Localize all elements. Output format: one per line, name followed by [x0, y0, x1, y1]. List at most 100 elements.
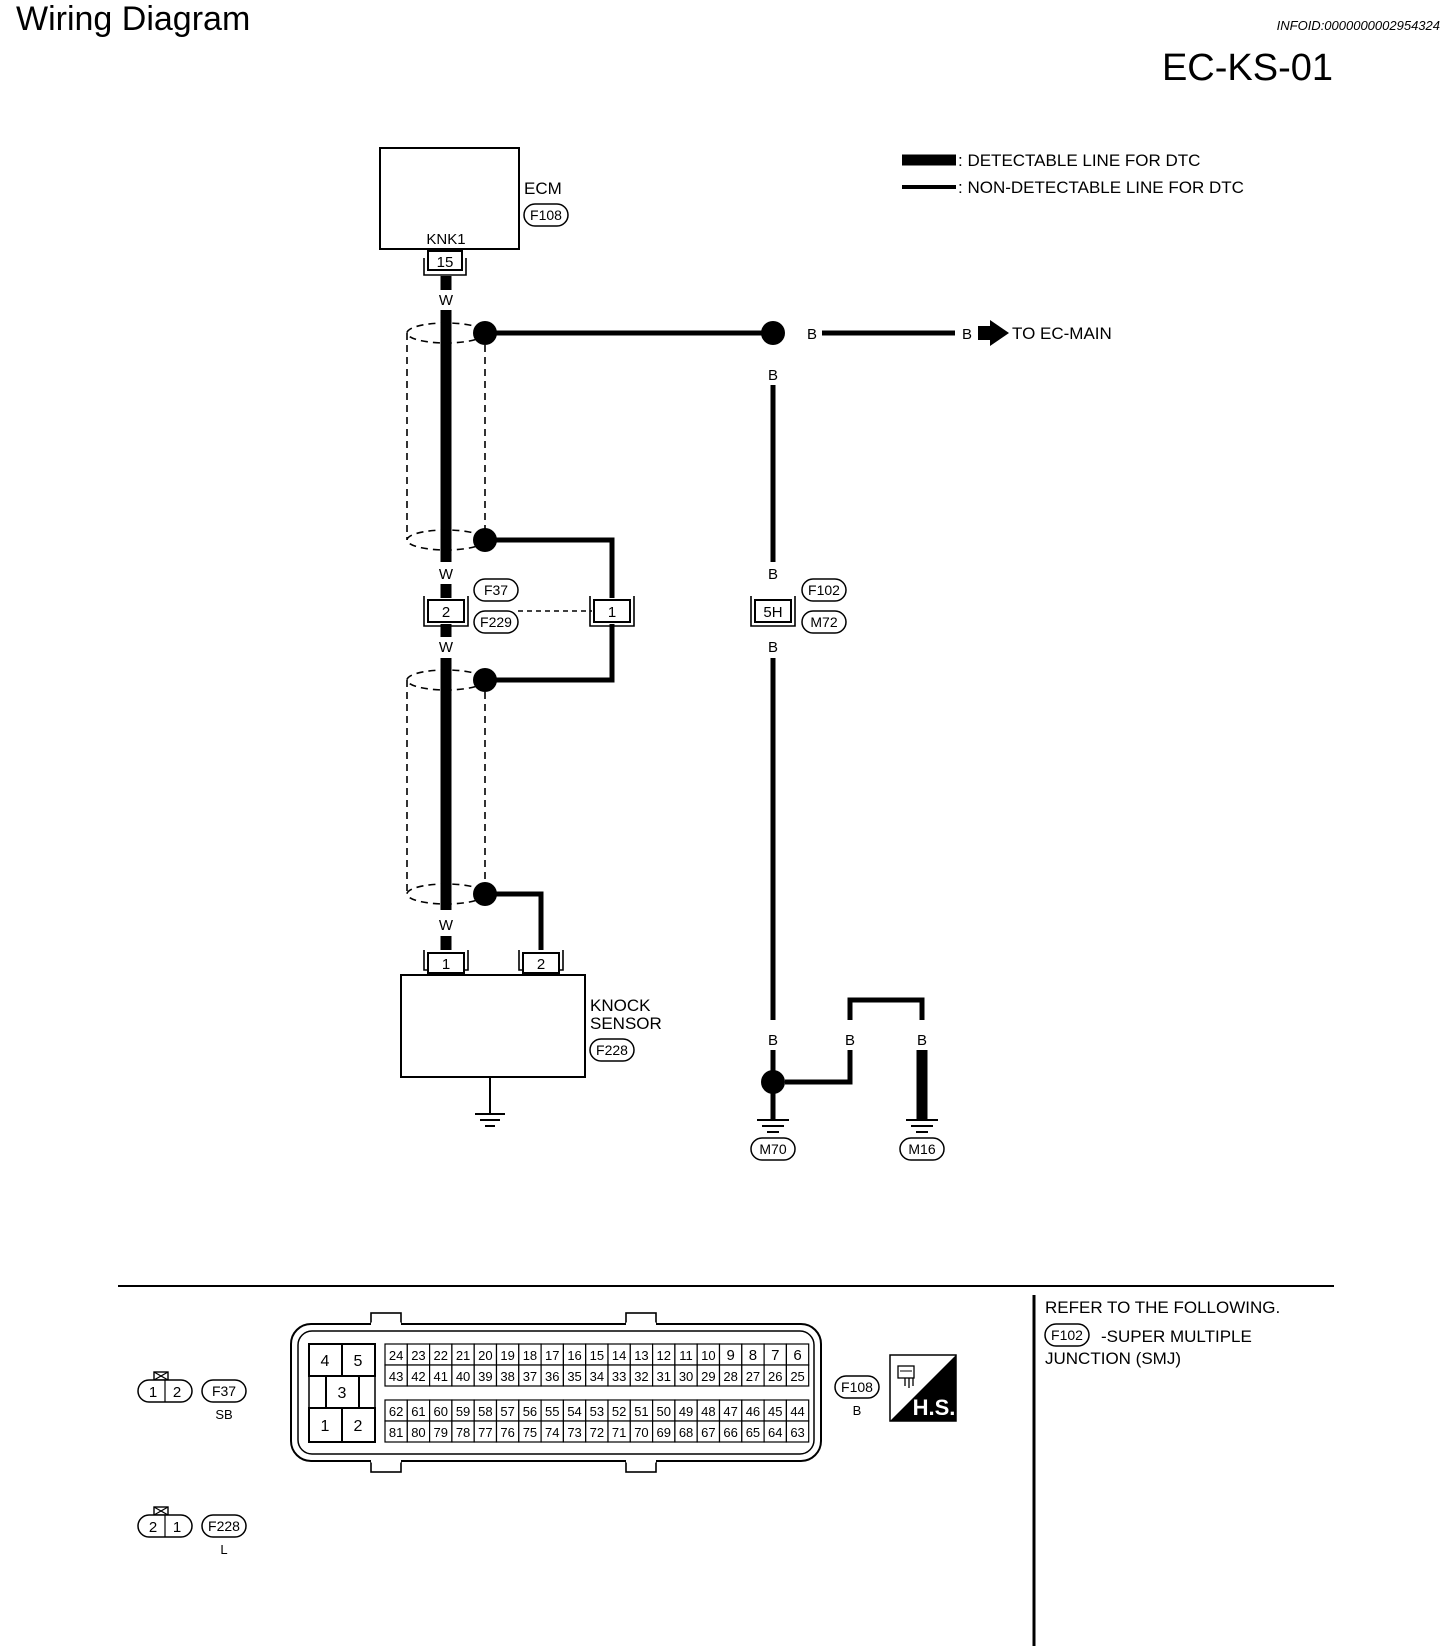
ground-m70: M70: [750, 1119, 796, 1161]
f108-pin-number: 46: [746, 1404, 760, 1419]
legend: : DETECTABLE LINE FOR DTC : NON-DETECTAB…: [902, 151, 1244, 197]
diagram-code: EC-KS-01: [1162, 47, 1333, 89]
splice-dot-6: [761, 1070, 785, 1094]
f108-pin-number: 22: [434, 1348, 448, 1363]
m72-id: M72: [810, 614, 837, 630]
f108-view-color: B: [853, 1403, 862, 1418]
f108-pin-number: 49: [679, 1404, 693, 1419]
f102-oval: [801, 578, 847, 602]
wire-color-b-3: B: [768, 367, 778, 384]
f108-pin-number: 48: [701, 1404, 715, 1419]
f37-oval: [473, 578, 519, 602]
f108-pin-number: 13: [634, 1348, 648, 1363]
f37-main-pin-box: [427, 599, 465, 623]
f108-pin-number: 72: [590, 1425, 604, 1440]
m16-id: M16: [908, 1141, 935, 1157]
wire-color-b-7: B: [845, 1032, 855, 1049]
smj-housing: [750, 596, 796, 627]
refer-panel: REFER TO THE FOLLOWING. F102 -SUPER MULT…: [1044, 1298, 1280, 1368]
f229-oval: [473, 610, 519, 634]
f108-pin-number: 52: [612, 1404, 626, 1419]
f108-pin-number: 54: [567, 1404, 581, 1419]
legend-non-detectable-label: : NON-DETECTABLE LINE FOR DTC: [958, 178, 1244, 197]
m16-oval: [899, 1137, 945, 1161]
f108-pin-number: 41: [434, 1369, 448, 1384]
f108-pin-number: 20: [478, 1348, 492, 1363]
wire-color-w-2: W: [439, 566, 454, 583]
f108-pin-number: 44: [790, 1404, 804, 1419]
refer-line-2: -SUPER MULTIPLE: [1101, 1327, 1252, 1346]
wire-color-w-1: W: [439, 292, 454, 309]
ecm-pin: 15: [437, 254, 454, 271]
f108-pin-number: 66: [723, 1425, 737, 1440]
hs-badge: H.S.: [889, 1354, 957, 1422]
f108-pin-number: 76: [500, 1425, 514, 1440]
m72-oval: [801, 610, 847, 634]
f108-view-pin2: 2: [354, 1418, 363, 1435]
f108-pin-number: 56: [523, 1404, 537, 1419]
shield-drain-upper: [485, 537, 615, 598]
smj-connector: 5H F102 M72: [750, 578, 847, 634]
f108-pin-number: 68: [679, 1425, 693, 1440]
f37-view-id: F37: [212, 1383, 236, 1399]
f108-view-oval: [834, 1375, 880, 1399]
f108-pin-number: 19: [500, 1348, 514, 1363]
ecm-rect: [379, 147, 520, 250]
f228-view-pin-b: 1: [173, 1519, 181, 1536]
f108-pin-number: 32: [634, 1369, 648, 1384]
sensor-pin2-wire: [485, 891, 544, 950]
ecm-label: ECM: [524, 179, 562, 198]
f108-view-pin5-box: [341, 1343, 376, 1377]
sensor-pin1: 1: [442, 956, 450, 973]
f108-pin-cell: [785, 1420, 810, 1443]
f37-shield-pin: 1: [608, 604, 616, 621]
refer-line-3: JUNCTION (SMJ): [1045, 1349, 1181, 1368]
shield-drain-lower: [485, 624, 615, 683]
ecm-terminal-name: KNK1: [426, 231, 465, 248]
f108-pin-number: 9: [726, 1347, 734, 1364]
splice-dot-1: [473, 321, 497, 345]
f108-view-pin3: 3: [338, 1385, 347, 1402]
ecm-pin-housing: [423, 258, 467, 276]
f108-pin-number: 30: [679, 1369, 693, 1384]
f228-id: F228: [596, 1042, 628, 1058]
wire-color-b-6: B: [768, 1032, 778, 1049]
ground-link-wire-1: [785, 1050, 853, 1085]
f229-id: F229: [480, 614, 512, 630]
f108-pin-number: 10: [701, 1348, 715, 1363]
f108-pin-number: 16: [567, 1348, 581, 1363]
f108-pin-number: 60: [434, 1404, 448, 1419]
wire-color-w-3: W: [439, 639, 454, 656]
sensor-pin2: 2: [537, 956, 545, 973]
f102-id: F102: [808, 582, 840, 598]
f108-pin-number: 67: [701, 1425, 715, 1440]
f228-view-id: F228: [208, 1518, 240, 1534]
sensor-pin2-box: [522, 952, 560, 974]
f108-pin-number: 25: [790, 1369, 804, 1384]
wire-color-b-1: B: [807, 326, 817, 343]
ecm-connector-oval: [523, 203, 569, 227]
ground-link-wire-2: [847, 997, 925, 1020]
to-ec-main-label: TO EC-MAIN: [1012, 324, 1112, 343]
wire-color-b-2: B: [962, 326, 972, 343]
f108-view-pin4: 4: [321, 1353, 330, 1370]
f108-pin-number: 61: [411, 1404, 425, 1419]
f108-pin-number: 74: [545, 1425, 559, 1440]
wire-color-b-5: B: [768, 639, 778, 656]
f37-shield-pin-box: [593, 599, 631, 623]
f108-pin-number: 58: [478, 1404, 492, 1419]
f108-pin-number: 17: [545, 1348, 559, 1363]
splice-dot-5: [761, 321, 785, 345]
f37-main-pin: 2: [442, 604, 450, 621]
f108-pin-number: 55: [545, 1404, 559, 1419]
f108-pin-number: 70: [634, 1425, 648, 1440]
ecm-connector-id: F108: [530, 207, 562, 223]
f37-connector-view: 1 2 F37 SB: [137, 1371, 247, 1422]
f108-pin-number: 75: [523, 1425, 537, 1440]
f228-view-color: L: [220, 1542, 227, 1557]
f108-view-id: F108: [841, 1379, 873, 1395]
f108-pin-number: 77: [478, 1425, 492, 1440]
sensor-body: [400, 974, 586, 1078]
f108-pin-number: 38: [500, 1369, 514, 1384]
f228-view-latch-x2: [153, 1506, 169, 1516]
